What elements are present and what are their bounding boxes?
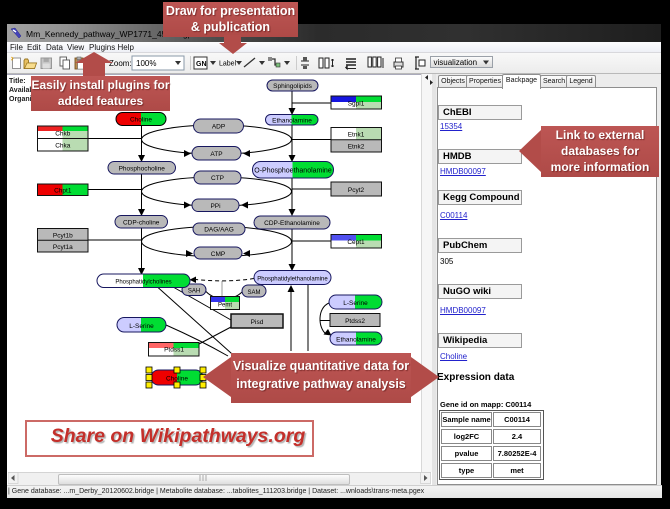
svg-text:Label: Label [219,61,237,68]
svg-text:Ptdss1: Ptdss1 [164,347,184,354]
svg-text:Sgpl1: Sgpl1 [348,101,365,108]
svg-text:visualization: visualization [434,58,478,67]
svg-text:Chpt1: Chpt1 [54,188,72,195]
svg-text:Pcyt1b: Pcyt1b [53,233,73,240]
svg-text:Ptdss2: Ptdss2 [345,318,365,325]
svg-text:Sphingolipids: Sphingolipids [273,83,312,90]
svg-text:Ethanolamine: Ethanolamine [272,118,312,125]
svg-text:PPi: PPi [210,203,220,210]
svg-text:CDP-Ethanolamine: CDP-Ethanolamine [264,220,320,227]
svg-text:GN: GN [196,61,207,68]
svg-text:Phosphatidylethanolamine: Phosphatidylethanolamine [257,277,328,283]
svg-text:Pemt: Pemt [218,303,232,309]
svg-text:100%: 100% [136,59,156,68]
svg-text:Phosphatidylcholines: Phosphatidylcholines [115,280,171,286]
svg-text:SAH: SAH [188,289,200,295]
svg-text:L-Serine: L-Serine [343,300,368,307]
svg-text:Cept1: Cept1 [347,239,365,246]
svg-text:ATP: ATP [210,151,222,158]
svg-text:Availab: Availab [9,87,34,94]
svg-text:Etnk1: Etnk1 [348,132,365,139]
svg-text:CDP-choline: CDP-choline [123,220,160,227]
svg-text:DAG/AAG: DAG/AAG [204,227,234,234]
svg-text:Title:: Title: [9,78,26,85]
svg-text:Pisd: Pisd [251,319,264,326]
svg-text:Pcyt2: Pcyt2 [348,187,365,194]
svg-text:Choline: Choline [130,117,152,124]
svg-text:Chkb: Chkb [55,131,71,138]
svg-text:L-Serine: L-Serine [129,323,154,330]
svg-text:Etnk2: Etnk2 [348,144,365,151]
svg-text:Ethanolamine: Ethanolamine [336,337,376,344]
svg-text:CTP: CTP [211,175,224,182]
svg-text:Choline: Choline [166,376,188,383]
svg-text:Zoom:: Zoom: [109,59,132,68]
svg-text:ADP: ADP [212,124,225,131]
svg-text:Organis: Organis [9,96,36,103]
svg-text:Pcyt1a: Pcyt1a [53,244,73,251]
svg-text:Chka: Chka [55,143,71,150]
svg-text:SAM: SAM [247,290,260,296]
svg-text:CMP: CMP [211,251,225,258]
svg-text:Phosphocholine: Phosphocholine [119,166,166,173]
svg-text:O-Phosphoethanolamine: O-Phosphoethanolamine [254,168,332,175]
